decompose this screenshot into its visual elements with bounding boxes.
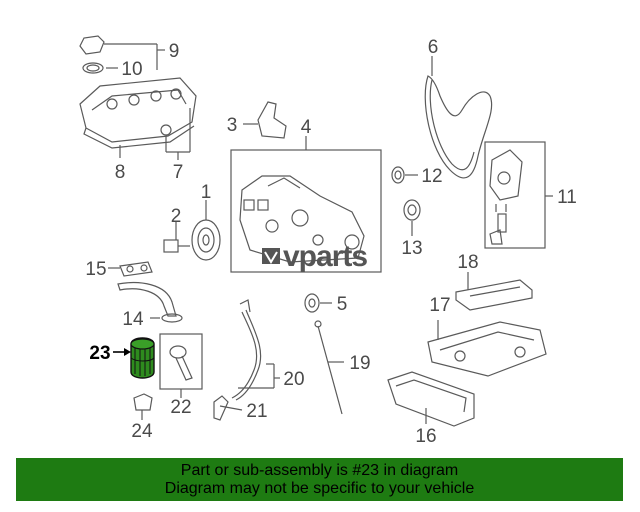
callout-7: 7 <box>173 162 184 183</box>
guide-bolt <box>213 395 243 421</box>
valve-cover <box>79 77 197 158</box>
callout-1: 1 <box>201 182 212 203</box>
callout-8: 8 <box>115 162 126 183</box>
callout-3: 3 <box>227 115 238 136</box>
svg-text:vparts: vparts <box>283 240 367 273</box>
pulley-seal <box>403 199 421 236</box>
oil-dipstick <box>314 320 344 415</box>
oil-filter-element <box>159 333 203 398</box>
callout-16: 16 <box>415 426 436 447</box>
filter-drain-plug <box>133 393 153 420</box>
callout-12: 12 <box>421 166 442 187</box>
watermark: vparts <box>262 240 368 273</box>
timing-cover-assembly <box>230 136 382 273</box>
callout-14: 14 <box>122 309 144 330</box>
callout-10: 10 <box>121 59 142 80</box>
pulley-bolt <box>163 222 190 253</box>
oil-pipe-gasket <box>108 261 153 277</box>
callout-13: 13 <box>401 238 422 259</box>
oil-seal <box>391 166 418 184</box>
cover-bolt <box>160 108 191 160</box>
crankshaft-pulley <box>191 200 221 261</box>
callout-19: 19 <box>349 353 370 374</box>
callout-20: 20 <box>283 369 304 390</box>
callout-11: 11 <box>557 187 577 208</box>
info-banner: Part or sub-assembly is #23 in diagram D… <box>16 458 623 501</box>
banner-line-2: Diagram may not be specific to your vehi… <box>164 480 475 497</box>
oil-pan-upper <box>427 320 547 377</box>
callout-23: 23 <box>89 343 110 364</box>
banner-line-1: Part or sub-assembly is #23 in diagram <box>180 462 459 479</box>
oil-filter-cap-highlighted[interactable] <box>113 337 155 379</box>
exploded-parts-diagram: vparts 1 2 3 4 5 6 7 8 9 10 11 12 13 14 … <box>79 35 577 447</box>
cap-gasket <box>82 62 118 74</box>
oil-filler-cap <box>79 35 165 70</box>
callout-24: 24 <box>131 421 153 442</box>
dipstick-guide <box>231 299 280 401</box>
callout-18: 18 <box>457 252 478 273</box>
oil-strainer <box>117 281 183 323</box>
callout-5: 5 <box>337 294 348 315</box>
callout-2: 2 <box>171 206 182 227</box>
oil-pump-assembly <box>484 141 553 249</box>
callout-4: 4 <box>301 117 312 138</box>
oil-pan-lower <box>387 371 475 427</box>
drain-plug-gasket <box>304 293 332 313</box>
engine-bracket <box>243 101 287 139</box>
callout-22: 22 <box>170 397 191 418</box>
oil-pan-baffle <box>455 272 533 311</box>
callout-15: 15 <box>85 259 106 280</box>
callout-21: 21 <box>246 401 267 422</box>
timing-chain <box>424 56 493 179</box>
callout-9: 9 <box>169 41 180 62</box>
callout-6: 6 <box>428 37 439 58</box>
callout-17: 17 <box>429 295 450 316</box>
